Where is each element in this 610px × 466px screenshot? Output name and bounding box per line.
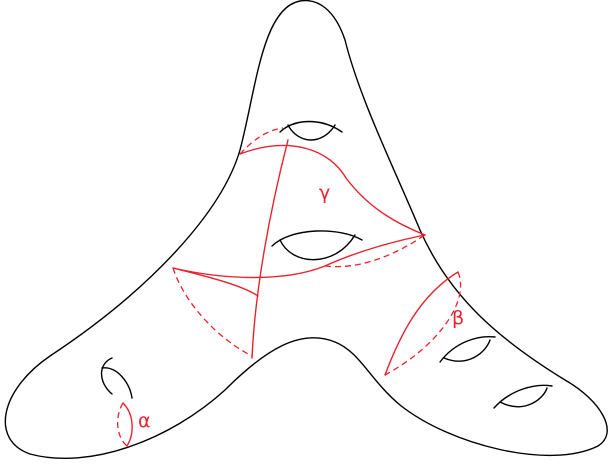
- curve-alpha: [118, 403, 133, 446]
- curve-vertical: [252, 140, 288, 358]
- curve-left-dashed: [173, 268, 252, 356]
- handle-center: [272, 231, 362, 260]
- gamma-solid: [240, 146, 425, 235]
- label-alpha: α: [138, 410, 151, 432]
- gamma-dashed: [240, 128, 283, 154]
- curve-center-arc: [173, 268, 258, 296]
- handle-right-upper: [440, 337, 495, 362]
- curve-horizontal: [173, 235, 425, 278]
- label-beta: β: [452, 307, 464, 329]
- handle-top: [280, 122, 342, 141]
- curve-gamma: [240, 128, 425, 235]
- handle-right-lower: [494, 385, 552, 408]
- handle-left: [102, 358, 133, 398]
- surface-boundary: [5, 1, 607, 459]
- label-gamma: γ: [319, 182, 330, 204]
